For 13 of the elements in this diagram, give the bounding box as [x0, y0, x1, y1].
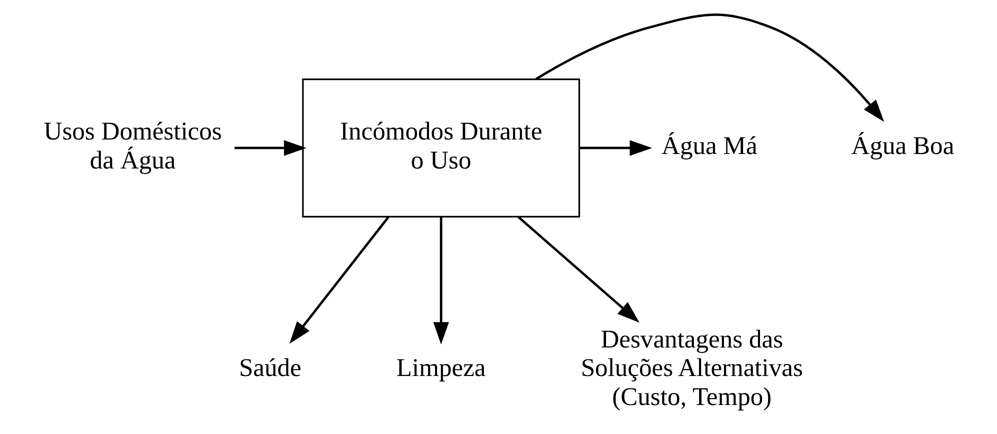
node-text: Saúde: [238, 353, 301, 382]
node-text: Água Boa: [850, 131, 954, 160]
arrow: [288, 216, 389, 344]
arrow: [578, 140, 652, 156]
node-text: Limpeza: [396, 353, 486, 382]
node-box: Incómodos Durante o Uso: [302, 78, 580, 218]
arrow: [234, 140, 306, 156]
node-text: Água Má: [661, 131, 757, 160]
arrow: [432, 217, 448, 345]
node-text: Desvantagens das Soluções Alternativas (Custo, Tempo): [580, 324, 802, 411]
arrow: [517, 216, 639, 323]
arrow: [534, 14, 884, 122]
node-text: Usos Domésticos da Água: [43, 116, 222, 174]
